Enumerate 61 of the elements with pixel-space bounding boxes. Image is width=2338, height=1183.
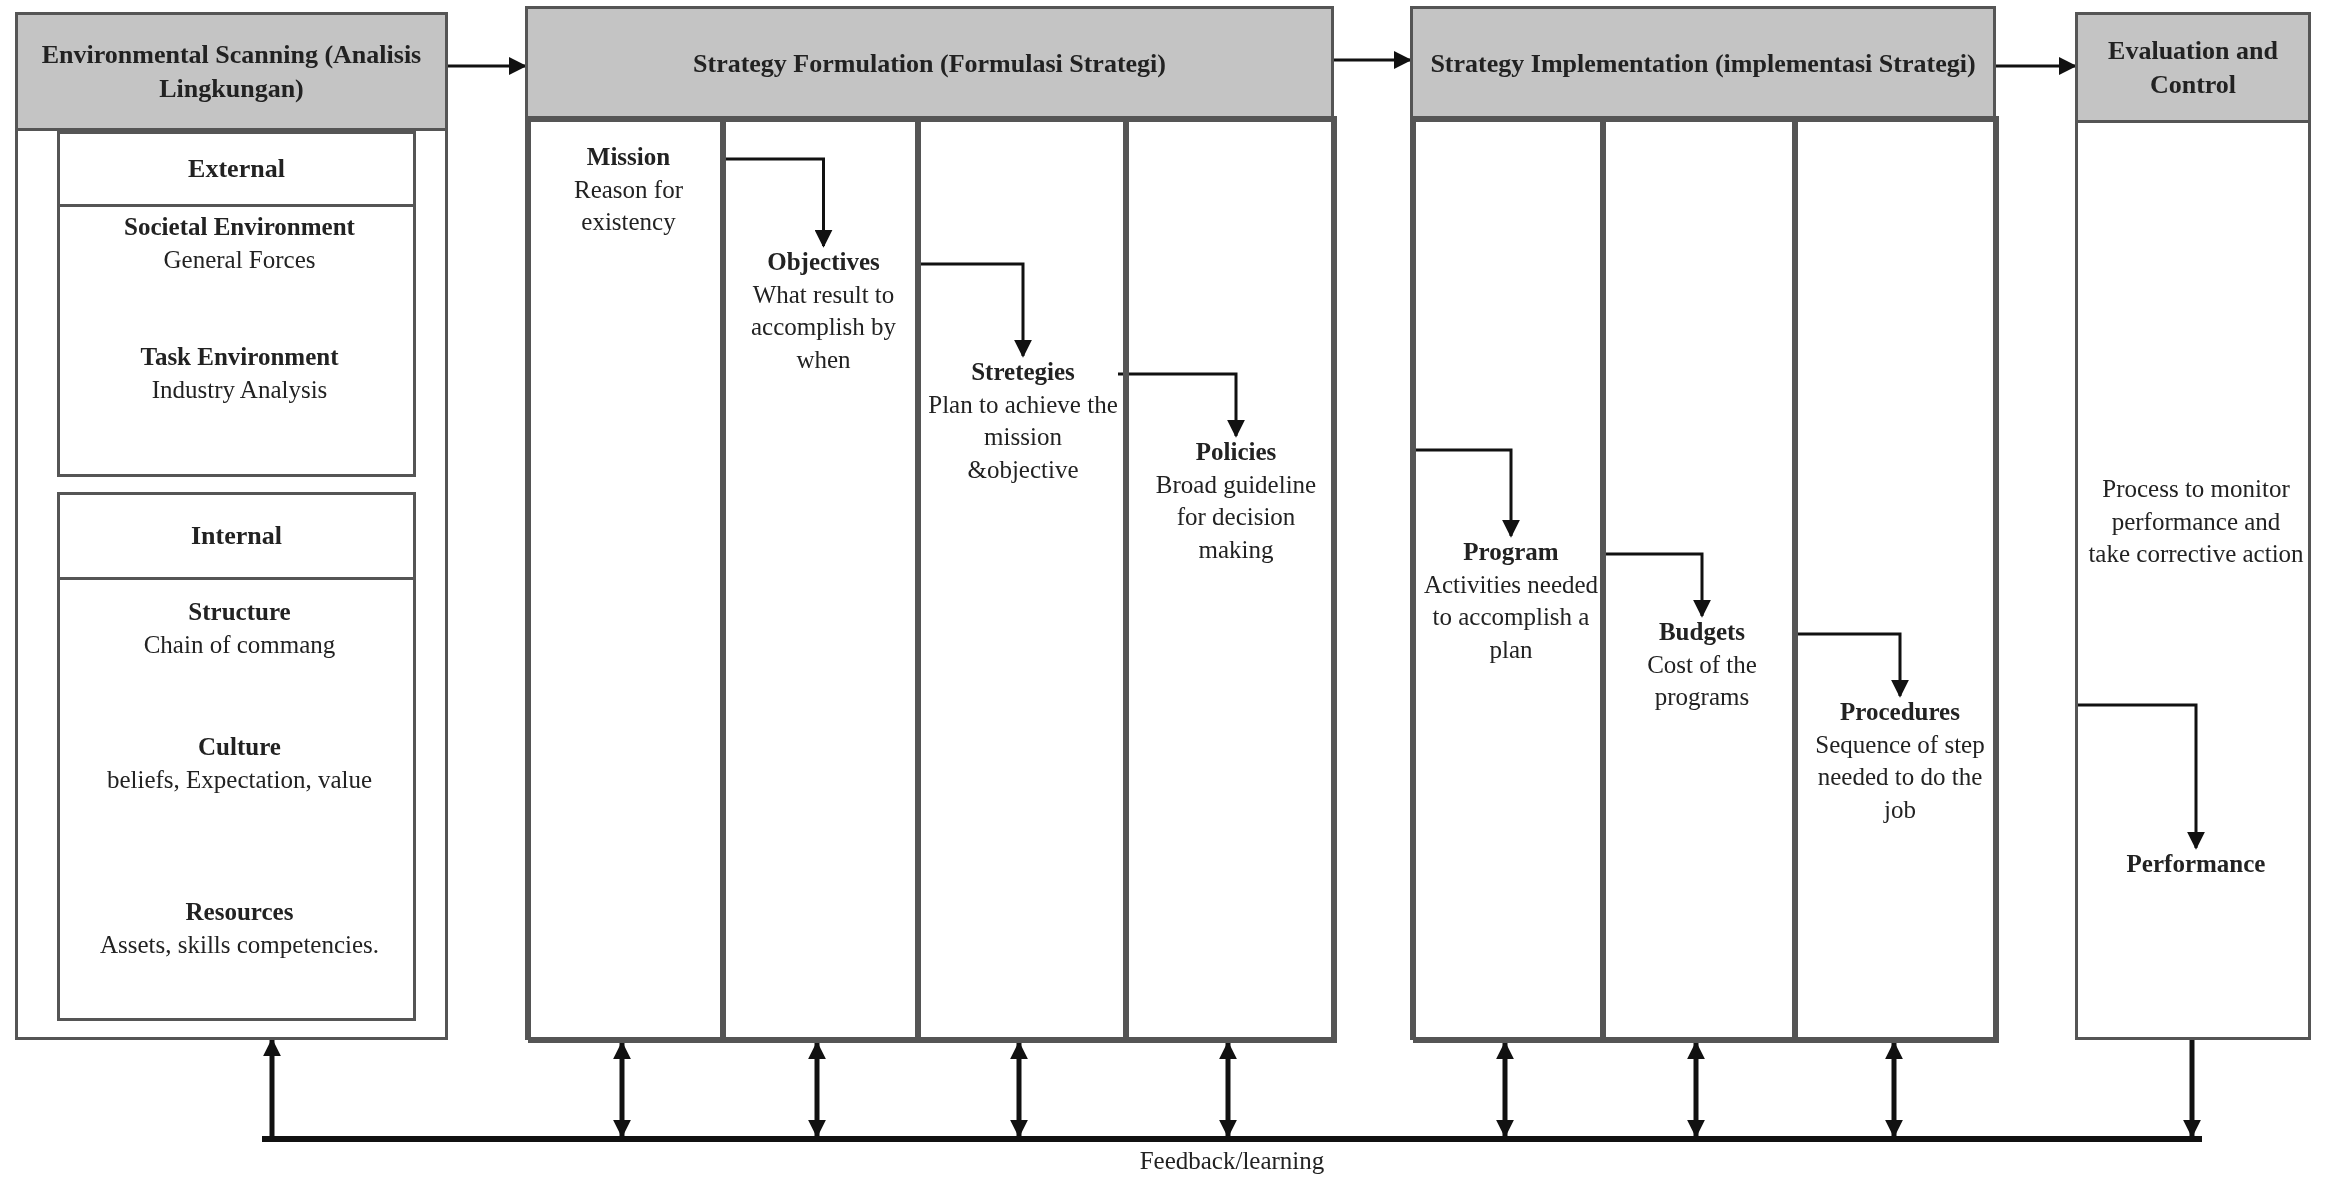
double-arrow	[1687, 1041, 1705, 1138]
column-box	[1413, 116, 1603, 1043]
heading-text: Structure	[188, 597, 291, 627]
heading-text: Budgets	[1658, 617, 1746, 647]
body-text: Plan to achieve the mission &objective	[928, 389, 1118, 485]
body-text: Activities needed to accomplish a plan	[1422, 569, 1600, 665]
column-box	[1603, 116, 1795, 1043]
panel-title: External	[188, 153, 285, 186]
double-arrow	[613, 1041, 631, 1138]
panel	[525, 6, 1334, 1040]
body-text: Cost of the programs	[1646, 649, 1758, 712]
panel	[2075, 12, 2311, 1040]
arrow	[263, 1038, 281, 1136]
heading-text: Mission	[586, 142, 671, 172]
column-box	[1795, 116, 1999, 1043]
body-text: What result to accomplish by when	[749, 279, 898, 375]
heading-text: Objectives	[767, 247, 880, 277]
heading-text: Procedures	[1840, 697, 1960, 727]
column-box	[1126, 116, 1337, 1043]
body-text: Broad guideline for decision making	[1154, 469, 1318, 565]
heading-text: Stretegies	[971, 357, 1075, 387]
double-arrow	[1219, 1041, 1237, 1138]
heading-text: Societal Environment	[124, 212, 355, 242]
body-text: Reason for existency	[573, 174, 684, 237]
heading-text: Performance	[2126, 849, 2266, 879]
arrow	[2078, 703, 2205, 850]
panel-title: Internal	[191, 520, 282, 553]
arrow	[1334, 51, 1412, 69]
body-text: beliefs, Expectation, value	[106, 764, 373, 795]
column-box	[723, 116, 918, 1043]
panel	[1410, 6, 1996, 1040]
column-box	[918, 116, 1126, 1043]
arrow	[1416, 448, 1520, 538]
arrow	[2183, 1040, 2201, 1138]
column-box	[528, 116, 723, 1043]
panel	[57, 492, 416, 1021]
panel	[15, 12, 448, 1040]
arrow	[1996, 57, 2077, 75]
panel-title: Environmental Scanning (Analisis Lingkungan)	[40, 38, 423, 105]
body-text: Assets, skills competencies.	[99, 929, 380, 960]
panel-title: Strategy Implementation (implementasi Strategi)	[1430, 48, 1976, 81]
body-text: Process to monitor performance and take corrective action	[2088, 474, 2304, 569]
arrow	[1118, 372, 1245, 438]
panel-title: Strategy Formulation (Formulasi Strategi)	[693, 48, 1166, 81]
body-text: Sequence of step needed to do the job	[1814, 729, 1986, 825]
heading-text: Resources	[185, 897, 294, 927]
body-text: General Forces	[163, 244, 316, 275]
double-arrow	[1885, 1041, 1903, 1138]
double-arrow	[1496, 1041, 1514, 1138]
heading-text: Task Environment	[140, 342, 339, 372]
feedback-label: Feedback/learning	[1139, 1146, 1325, 1176]
body-text: Chain of commang	[143, 629, 336, 660]
heading-text: Culture	[198, 732, 281, 762]
double-arrow	[1010, 1041, 1028, 1138]
heading-text: Policies	[1195, 437, 1277, 467]
heading-text: Program	[1463, 537, 1559, 567]
panel-title: Evaluation and Control	[2107, 34, 2279, 101]
double-arrow	[808, 1041, 826, 1138]
body-text: Industry Analysis	[151, 374, 328, 405]
arrow	[448, 57, 527, 75]
panel	[57, 131, 416, 477]
